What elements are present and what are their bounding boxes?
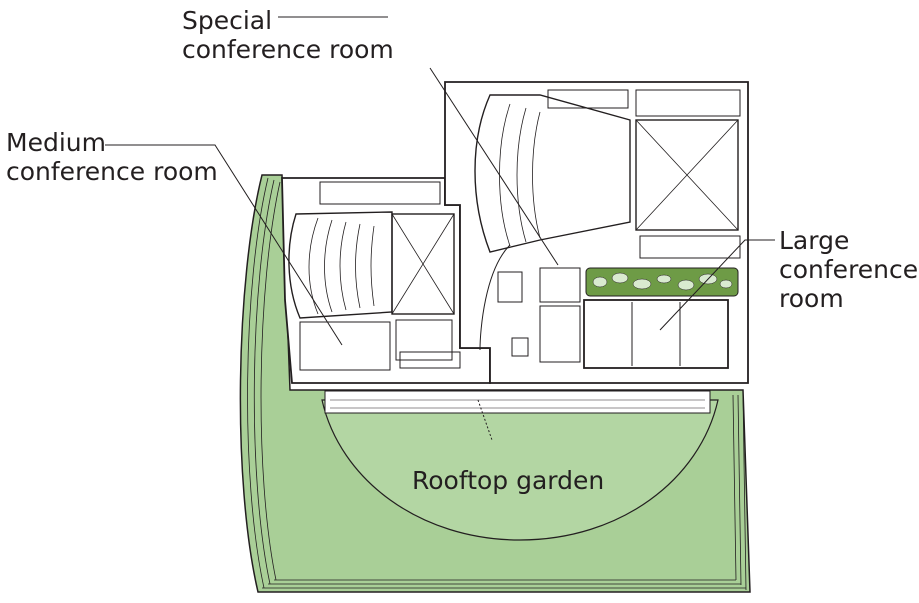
medium-label-line2: conference room (6, 157, 218, 186)
medium-hall-fan (288, 211, 393, 319)
terrace-edge-lines (247, 177, 747, 591)
large-label-line2: conference (779, 255, 919, 284)
curved-corridor (479, 244, 511, 351)
interior-rooms (299, 89, 741, 371)
special-label-line1: Special (182, 6, 273, 35)
planter-stones (592, 272, 733, 291)
large-label-line3: room (779, 284, 844, 313)
large-room (583, 299, 729, 369)
special-conference-room-label: Special conference room (182, 6, 394, 64)
deck-hatching (330, 399, 705, 409)
medium-label-line1: Medium (6, 128, 106, 157)
medium-stage (391, 213, 455, 315)
large-conference-room-label: Large conference room (779, 226, 918, 313)
special-stage-x (635, 119, 739, 231)
medium-hall-rows (308, 217, 375, 315)
large-label-line1: Large (779, 226, 850, 255)
terrace-bottom-lines (262, 579, 746, 589)
special-hall-fan (474, 94, 631, 253)
medium-stage-x (391, 213, 455, 315)
deck-strip (324, 390, 711, 414)
medium-conference-room-label: Medium conference room (6, 128, 218, 186)
rooftop-garden-label: Rooftop garden (412, 466, 605, 495)
large-room-partitions (631, 302, 681, 366)
leader-lines (105, 16, 775, 441)
special-label-line2: conference room (182, 35, 394, 64)
rooftop-lawn (321, 399, 719, 541)
special-stage (635, 119, 739, 231)
right-tower (444, 81, 749, 384)
